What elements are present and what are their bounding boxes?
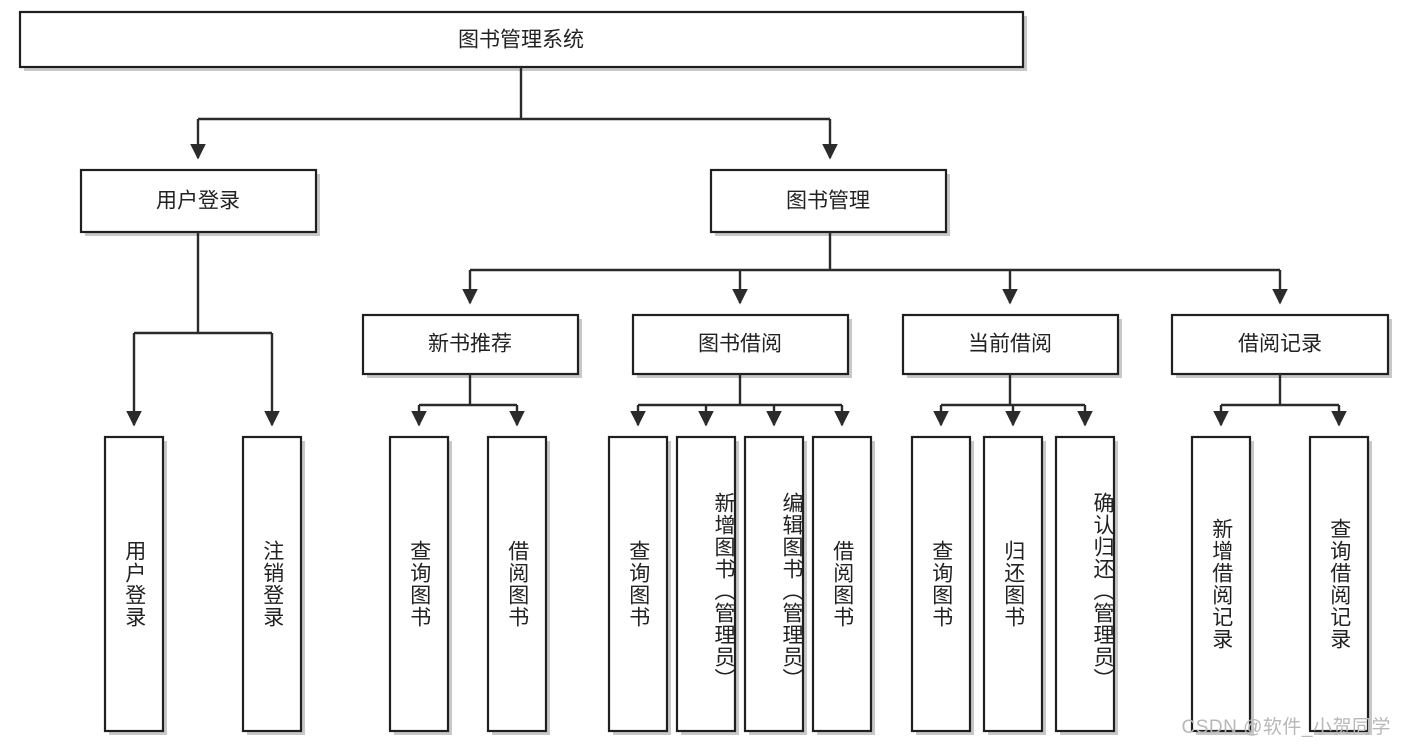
leaf-box[interactable] <box>241 435 305 735</box>
level2-label-user-login: 用户登录 <box>156 190 240 213</box>
node-borrow-record[interactable] <box>1170 313 1392 378</box>
node-user-login[interactable] <box>79 168 320 236</box>
leaf-label-logout: 注销登录 <box>260 540 284 628</box>
leaf-label-user-login: 用户登录 <box>122 540 146 628</box>
node-book-borrow[interactable] <box>631 313 852 378</box>
leaf-label-add-borrow-record: 新增借阅记录 <box>1209 518 1233 650</box>
leaf-box[interactable] <box>743 435 807 735</box>
connector-bookmgmt-to-level3 <box>462 232 1288 305</box>
leaf-label-return-book: 归还图书 <box>1001 540 1025 628</box>
node-current-borrow[interactable] <box>901 313 1122 378</box>
leaf-label-borrow-book-2: 借阅图书 <box>830 540 854 628</box>
level2-label-book-management: 图书管理 <box>786 190 870 213</box>
leaf-label-query-book-2: 查询图书 <box>626 540 650 628</box>
level3-label-book-borrow: 图书借阅 <box>698 333 782 356</box>
leaf-label-edit-book: 编辑图书（管理员） <box>780 492 803 690</box>
leaf-box[interactable] <box>486 435 550 735</box>
leaf-label-confirm-return: 确认归还（管理员） <box>1091 492 1114 690</box>
watermark: CSDN @软件_小贺同学 <box>1181 717 1391 738</box>
leaf-box[interactable] <box>607 435 671 735</box>
node-new-book-recommend[interactable] <box>361 313 582 378</box>
leaf-box[interactable] <box>1308 435 1372 735</box>
leaf-box[interactable] <box>910 435 974 735</box>
root-label: 图书管理系统 <box>458 29 584 52</box>
connector-root-to-level2 <box>190 67 838 160</box>
leaf-box[interactable] <box>982 435 1046 735</box>
leaf-label-query-book-1: 查询图书 <box>407 540 431 628</box>
level3-label-current-borrow: 当前借阅 <box>968 333 1052 356</box>
connector-borrowrecord-to-leaves <box>1213 374 1347 427</box>
level3-label-new-book-recommend: 新书推荐 <box>428 333 512 356</box>
leaf-label-query-borrow-record: 查询借阅记录 <box>1327 518 1351 650</box>
node-book-management[interactable] <box>709 168 950 236</box>
leaf-label-add-book: 新增图书（管理员） <box>712 492 735 690</box>
leaf-box[interactable] <box>811 435 875 735</box>
leaf-label-borrow-book-1: 借阅图书 <box>505 540 529 628</box>
leaf-box[interactable] <box>1190 435 1254 735</box>
leaf-box[interactable] <box>388 435 452 735</box>
leaf-box[interactable] <box>675 435 739 735</box>
leaf-box[interactable] <box>1054 435 1118 735</box>
connector-userlogin-to-leaves <box>126 232 280 427</box>
node-root[interactable] <box>18 10 1027 71</box>
connector-bookborrow-to-leaves <box>630 374 850 427</box>
leaf-label-query-book-3: 查询图书 <box>929 540 953 628</box>
level3-label-borrow-record: 借阅记录 <box>1238 333 1322 356</box>
connector-newbook-to-leaves <box>411 374 525 427</box>
leaf-box[interactable] <box>103 435 167 735</box>
connector-currentborrow-to-leaves <box>933 374 1093 427</box>
